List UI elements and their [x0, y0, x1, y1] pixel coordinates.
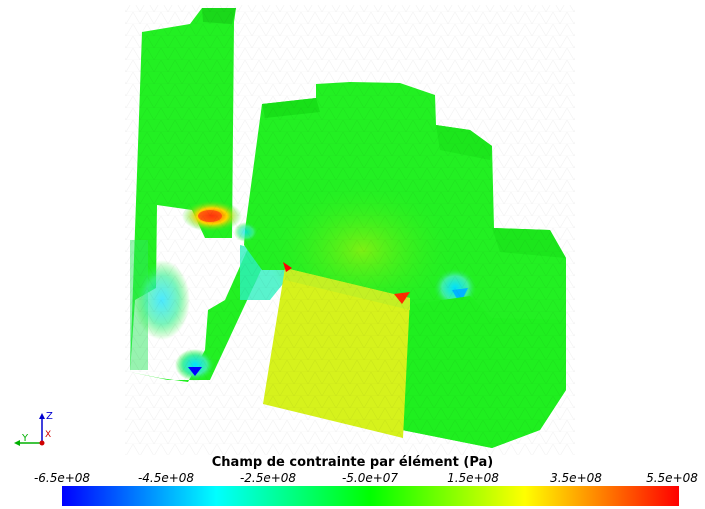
x-axis-marker	[39, 440, 45, 446]
orientation-axes: Z Y X	[14, 411, 53, 446]
legend-tick: 3.5e+08	[550, 471, 602, 485]
z-axis-label: Z	[46, 411, 53, 422]
legend-tick: -6.5e+08	[33, 471, 91, 485]
y-axis-label: Y	[21, 433, 29, 444]
legend-tick: -4.5e+08	[137, 471, 195, 485]
legend-title: Champ de contrainte par élément (Pa)	[211, 455, 494, 470]
legend-colorbar	[62, 486, 679, 506]
legend-tick: 5.5e+08	[646, 471, 698, 485]
legend-tick: -2.5e+08	[239, 471, 297, 485]
legend-tick: 1.5e+08	[447, 471, 499, 485]
legend-tick: -5.0e+07	[341, 471, 399, 485]
x-axis-label: X	[45, 430, 51, 440]
legend-ticks: -6.5e+08 -4.5e+08 -2.5e+08 -5.0e+07 1.5e…	[0, 471, 705, 487]
